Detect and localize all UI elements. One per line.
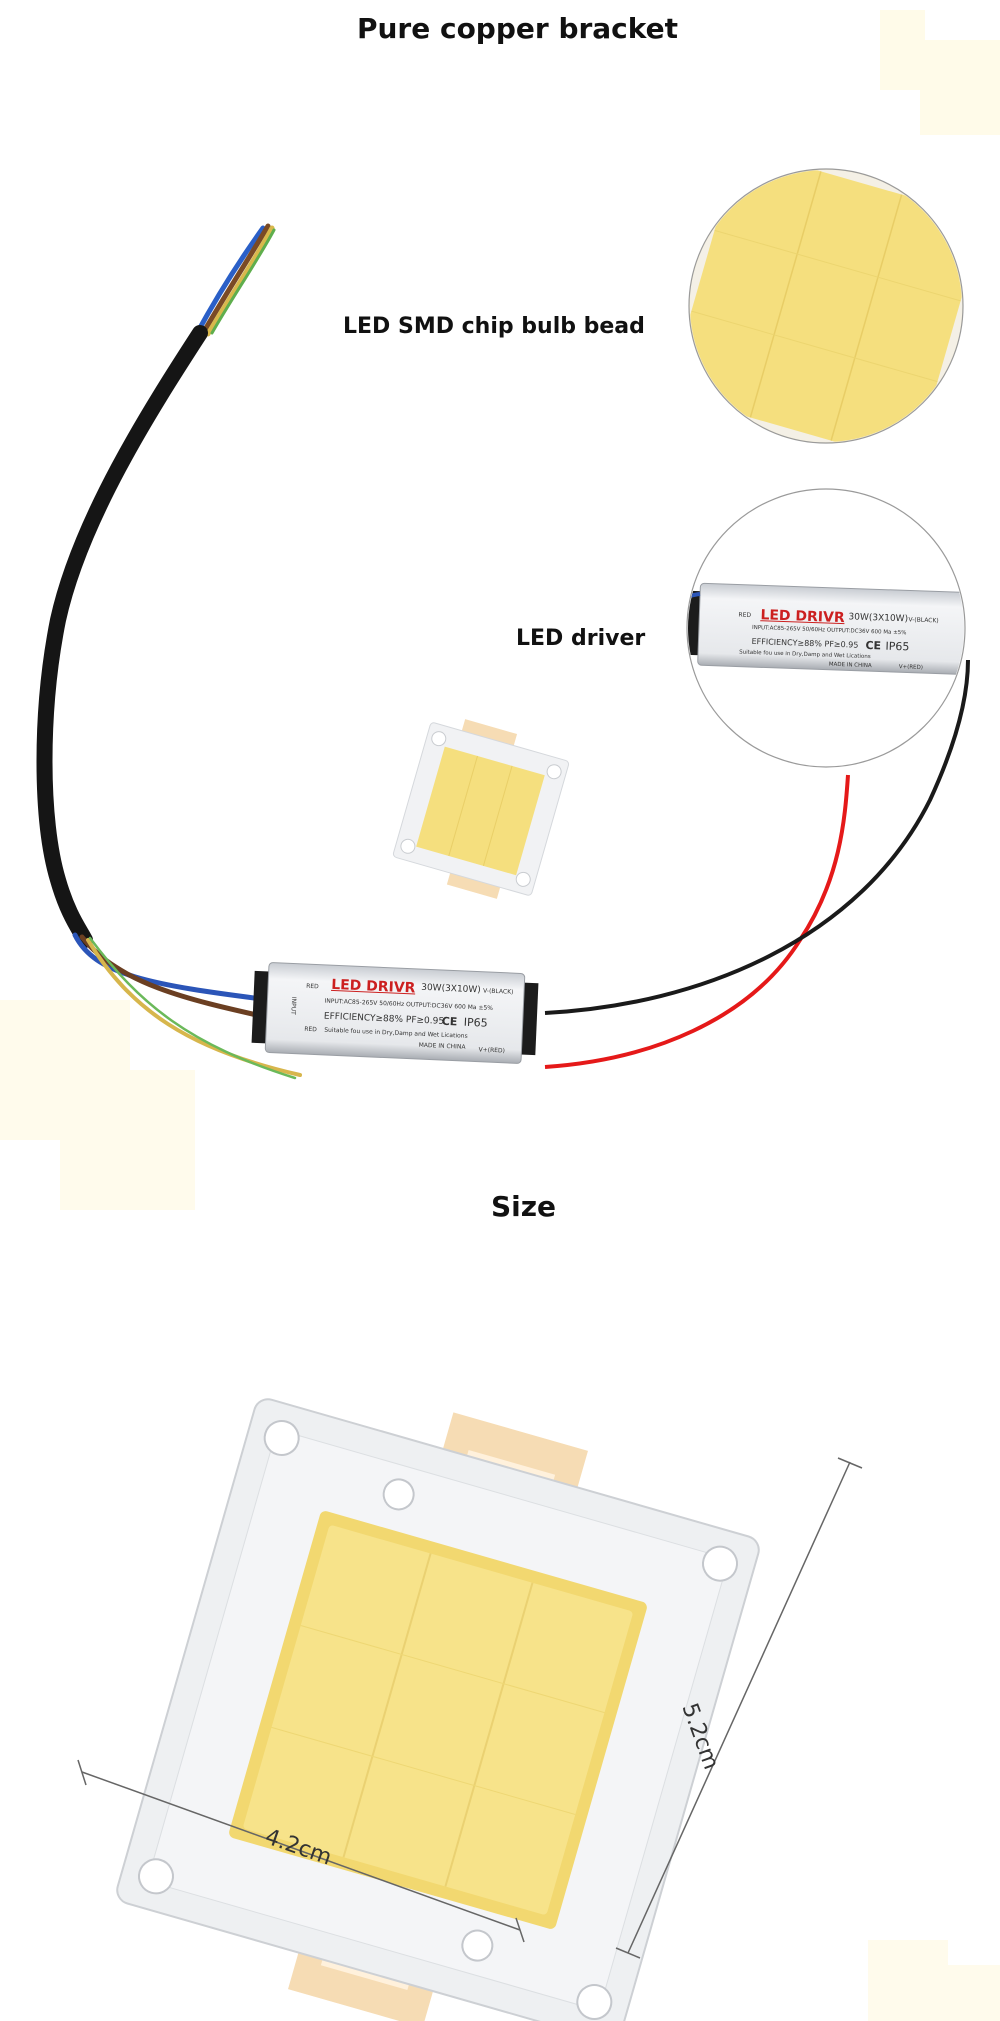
driver-callout-circle [686, 488, 966, 768]
chip-callout-label: LED SMD chip bulb bead [343, 314, 645, 339]
product-illustration [36, 168, 970, 1080]
led-driver-main [251, 962, 539, 1064]
driver-callout-label-plate: RED LED DRIVR 30W(3X10W) V-(BLACK) INPUT… [719, 586, 962, 674]
dimension-line-width [77, 1759, 525, 1943]
driver-red-tag: RED [306, 982, 319, 991]
dimension-line-height [615, 1457, 863, 1959]
driver-rating: 30W(3X10W) [420, 982, 481, 996]
callout-input-line: INPUT:AC85-265V 50/60Hz OUTPUT:DC36V 600… [751, 624, 907, 637]
callout-made-in: MADE IN CHINA [828, 661, 872, 670]
callout-efficiency: EFFICIENCY≥88% PF≥0.95 [751, 636, 859, 650]
driver-suitable-note: Suitable fou use in Dry,Damp and Wet Lic… [324, 1026, 468, 1040]
page-title: Pure copper bracket [356, 12, 679, 45]
wires-to-driver-left [72, 932, 302, 1080]
driver-callout-label: LED driver [516, 626, 646, 651]
size-section-title: Size [490, 1190, 557, 1223]
callout-ip-rating: IP65 [885, 639, 910, 654]
callout-brand: LED DRIVR [760, 607, 845, 627]
wire-tails-top [193, 223, 276, 338]
callout-ce-mark: CE [865, 638, 882, 653]
driver-ip-rating: IP65 [463, 1015, 488, 1030]
driver-red-tag-2: RED [304, 1025, 318, 1034]
driver-input-tag: INPUT [289, 996, 298, 1015]
driver-v-neg: V-(BLACK) [482, 987, 514, 996]
driver-made-in: MADE IN CHINA [418, 1041, 466, 1051]
callout-v-pos: V+(RED) [898, 664, 924, 671]
chip-callout-circle [688, 168, 964, 444]
driver-input-line: INPUT:AC85-265V 50/60Hz OUTPUT:DC36V 600… [324, 997, 494, 1012]
black-output-wire [544, 659, 970, 1015]
driver-ce-mark: CE [441, 1014, 458, 1029]
led-chip-small [392, 719, 570, 899]
red-output-wire [544, 774, 850, 1069]
callout-rating: 30W(3X10W) [848, 612, 909, 625]
black-cable [36, 325, 208, 948]
led-chip-large [77, 1398, 863, 2021]
callout-v-neg: V-(BLACK) [908, 616, 939, 625]
callout-red-tag: RED [738, 611, 752, 619]
driver-brand: LED DRIVR [330, 976, 416, 997]
driver-v-pos: V+(RED) [478, 1046, 506, 1055]
callout-suitable-note: Suitable fou use in Dry,Damp and Wet Lic… [739, 649, 871, 661]
driver-main-label: RED LED DRIVR 30W(3X10W) V-(BLACK) INPUT… [278, 970, 526, 1061]
driver-efficiency: EFFICIENCY≥88% PF≥0.95 [323, 1011, 445, 1027]
